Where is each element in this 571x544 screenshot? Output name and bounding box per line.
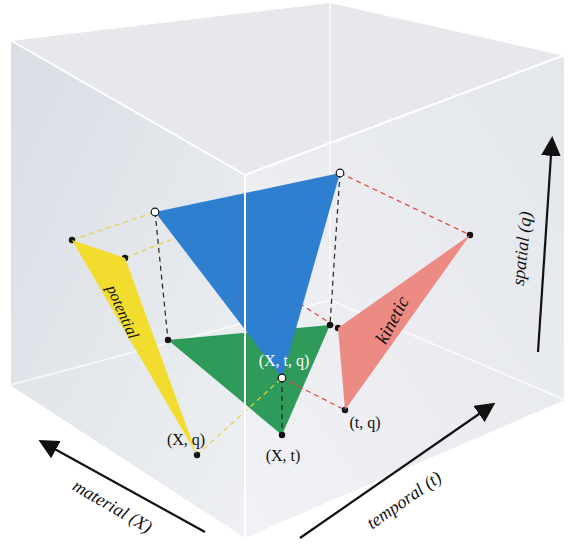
projection-label: (X, t) bbox=[266, 447, 301, 465]
potential-triangle: potential bbox=[72, 240, 197, 455]
axis-arrows bbox=[42, 140, 552, 538]
blue-triangle bbox=[155, 173, 340, 378]
kinetic-triangle: kinetic bbox=[338, 235, 470, 410]
point-markers bbox=[151, 169, 344, 382]
cube-left-face bbox=[10, 40, 245, 538]
projection-label: (t, q) bbox=[349, 414, 380, 432]
point-label: (X, t, q) bbox=[259, 352, 310, 370]
vertex-dots bbox=[69, 232, 473, 458]
triangle-fill bbox=[72, 240, 197, 455]
cube-front-edges bbox=[10, 2, 565, 540]
green-triangle bbox=[168, 325, 330, 435]
triangle-shape bbox=[338, 235, 470, 410]
cube-back-edges bbox=[10, 2, 565, 400]
triangle-shape bbox=[72, 240, 197, 455]
triangle-fill bbox=[338, 235, 470, 410]
axis-label: material (X) bbox=[68, 475, 155, 537]
projection-label: (X, q) bbox=[167, 431, 205, 449]
projection-lines bbox=[72, 173, 470, 455]
